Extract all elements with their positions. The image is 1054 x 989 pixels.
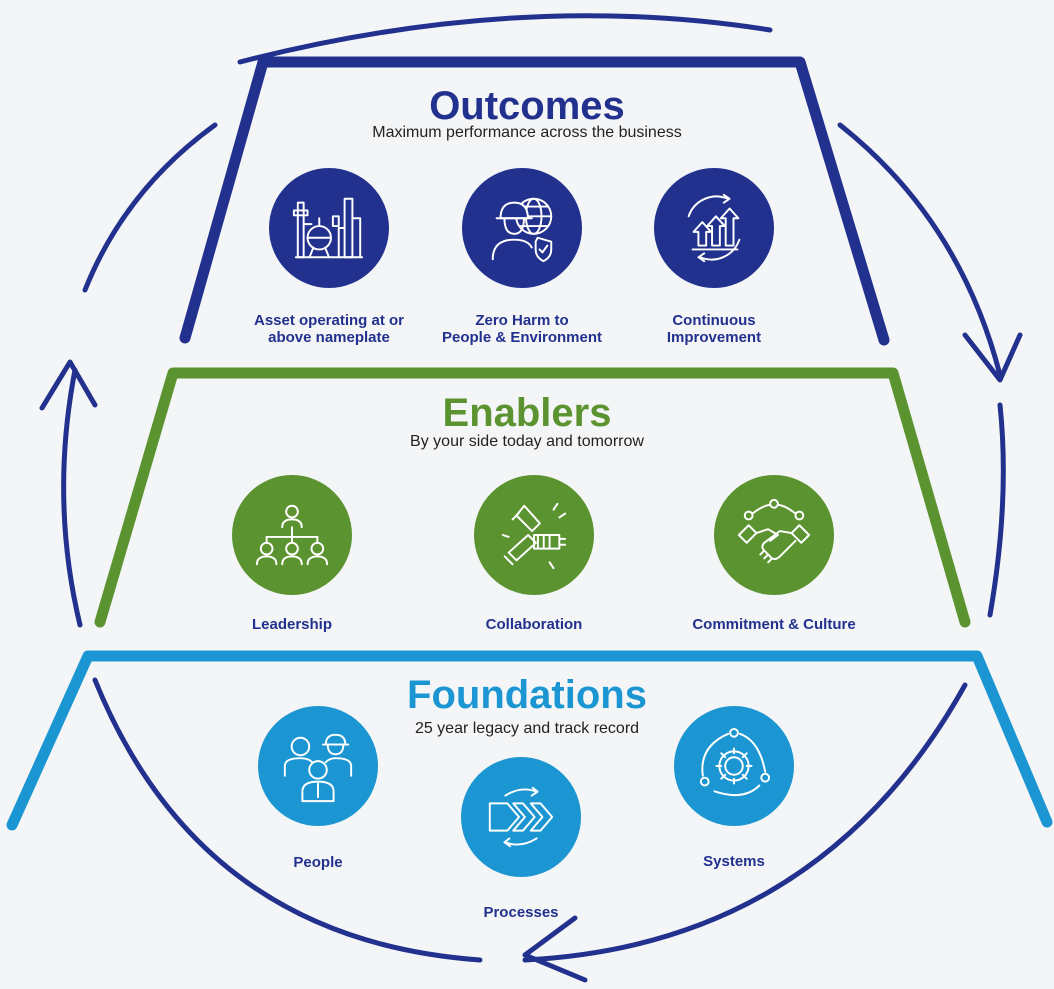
joined-hands-icon — [474, 475, 594, 595]
industrial-plant-icon — [269, 168, 389, 288]
enabler-label-collaboration: Collaboration — [485, 616, 583, 633]
foundations-title: Foundations — [407, 673, 647, 717]
cycle-arc-left — [61, 367, 83, 628]
cycle-arc-right — [987, 402, 1006, 618]
enablers-title: Enablers — [442, 391, 612, 435]
outcome-label-zero-harm: Zero Harm to People & Environment — [441, 312, 603, 346]
cycle-arc-upper-left — [82, 122, 218, 293]
foundation-label-people: People — [293, 854, 343, 871]
outcomes-title: Outcomes — [429, 84, 625, 128]
handshake-icon — [714, 475, 834, 595]
worker-safety-globe-icon — [462, 168, 582, 288]
cycle-arc-upper-right — [837, 122, 1003, 378]
improvement-arrows-cycle-icon — [654, 168, 774, 288]
foundations-subtitle: 25 year legacy and track record — [414, 720, 640, 737]
foundation-label-processes: Processes — [483, 904, 559, 921]
outcome-label-asset: Asset operating at or above nameplate — [253, 312, 405, 346]
org-chart-icon — [232, 475, 352, 595]
gear-cycle-icon — [674, 706, 794, 826]
outcomes-frame — [179, 56, 890, 346]
cycle-arc-top — [237, 13, 773, 65]
foundation-label-systems: Systems — [703, 853, 765, 870]
enabler-label-leadership: Leadership — [251, 616, 333, 633]
cycle-arrowhead-bottom — [522, 915, 588, 983]
foundations-frame — [6, 650, 1053, 831]
enablers-frame — [94, 367, 971, 628]
cycle-arrowhead-left — [39, 359, 98, 411]
outcomes-subtitle: Maximum performance across the business — [372, 124, 682, 141]
cycle-arrowhead-right — [962, 332, 1023, 383]
enabler-label-commitment-culture: Commitment & Culture — [692, 616, 856, 633]
cycle-arc-bottom-left — [92, 677, 483, 963]
enablers-subtitle: By your side today and tomorrow — [410, 433, 644, 450]
outcome-label-continuous-improvement: Continuous Improvement — [666, 312, 762, 346]
process-chevrons-icon — [461, 757, 581, 877]
people-group-icon — [258, 706, 378, 826]
cycle-arc-bottom — [522, 682, 968, 963]
